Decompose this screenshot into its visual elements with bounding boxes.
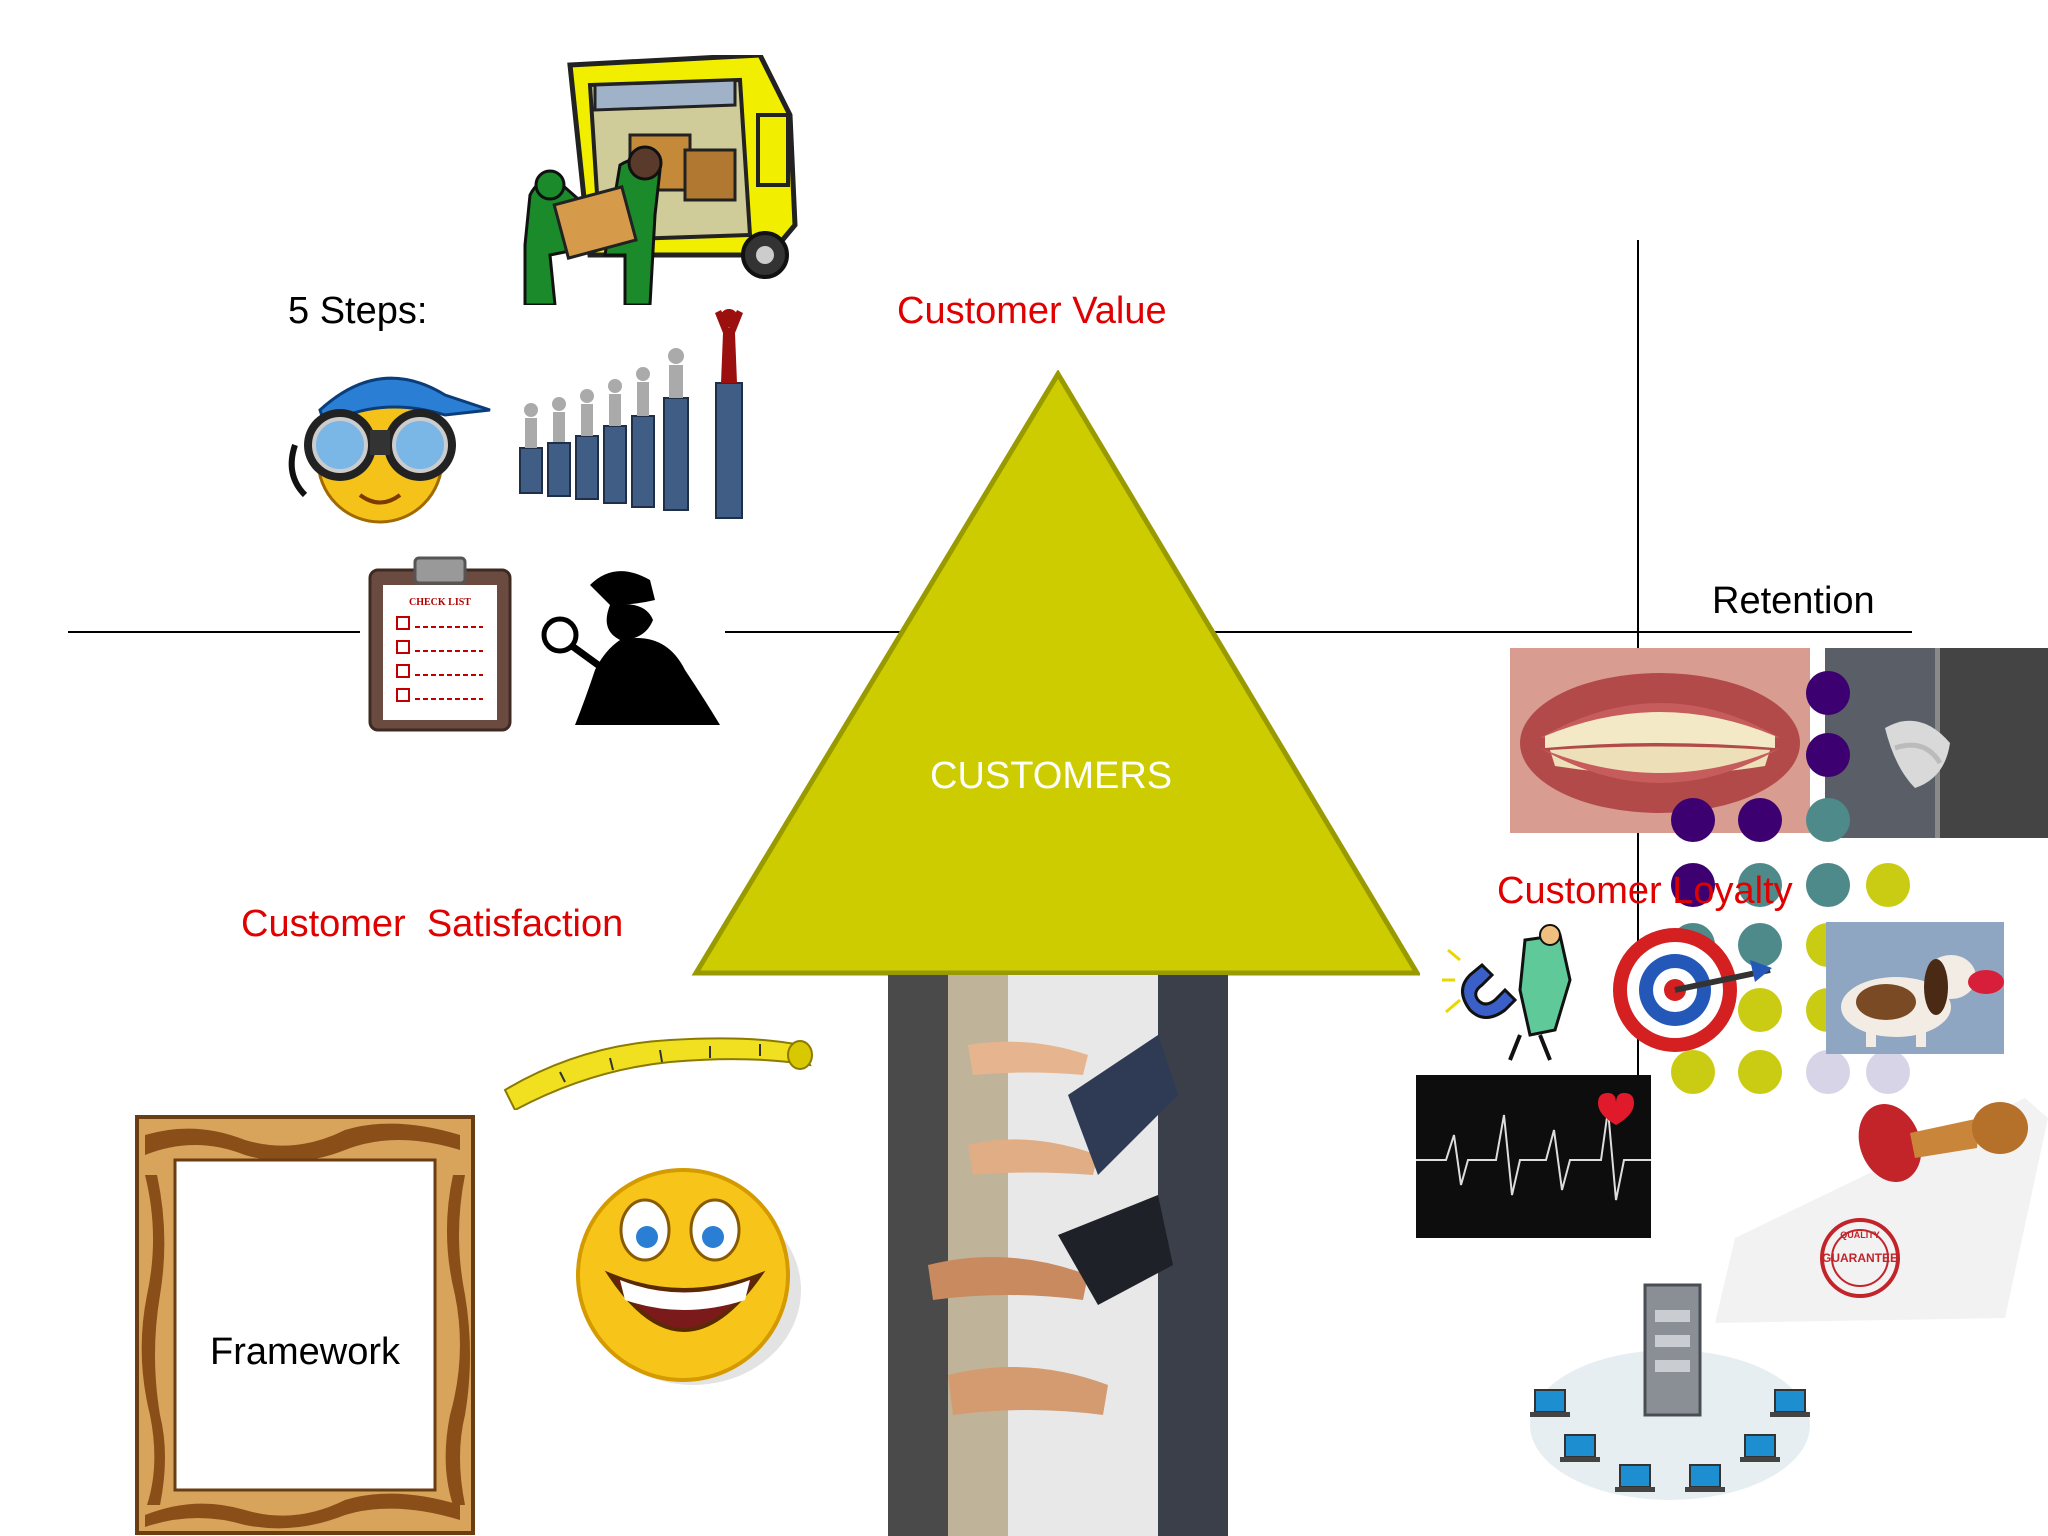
customers-label: CUSTOMERS — [930, 755, 1173, 797]
dog-frisbee-photo — [1826, 922, 2004, 1054]
growth-bars-icon — [519, 309, 743, 519]
detective-icon — [541, 571, 720, 725]
binoculars-smiley-icon — [288, 376, 491, 524]
picture-frame-icon — [135, 1115, 475, 1535]
checklist-title: CHECK LIST — [409, 597, 471, 608]
customer-satisfaction-label: Customer Satisfaction — [241, 903, 624, 945]
heartbeat-monitor-icon — [1416, 1075, 1651, 1238]
holding-hands-photo — [1825, 648, 2048, 838]
guarantee-text: GUARANTEE — [1822, 1251, 1898, 1265]
handshake-photo — [888, 975, 1228, 1536]
measuring-tape-icon — [503, 1037, 813, 1110]
grinning-smiley-icon — [576, 1168, 801, 1385]
network-server-icon — [1530, 1283, 1810, 1500]
customer-value-label: Customer Value — [897, 290, 1167, 332]
customer-loyalty-label: Customer Loyalty — [1497, 870, 1793, 912]
delivery-truck-icon — [523, 55, 798, 305]
quality-text: QUALITY — [1840, 1230, 1880, 1240]
steps-label: 5 Steps: — [288, 290, 428, 332]
magnet-icon — [1442, 924, 1572, 1061]
framework-label: Framework — [210, 1331, 401, 1373]
customers-triangle — [691, 370, 1420, 976]
target-icon — [1613, 928, 1772, 1052]
quality-stamp-icon: GUARANTEE QUALITY — [1715, 1098, 2048, 1323]
checklist-icon: CHECK LIST — [368, 556, 512, 732]
retention-label: Retention — [1712, 580, 1875, 622]
